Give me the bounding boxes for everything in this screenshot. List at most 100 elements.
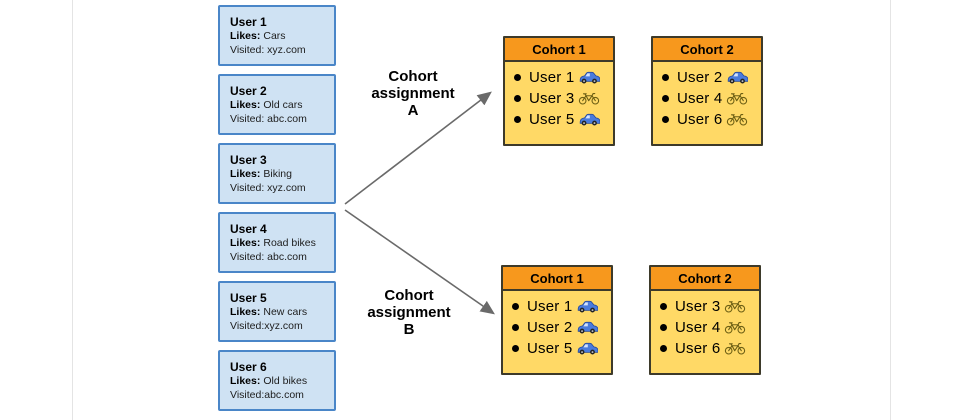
cohort-item-label: User 4 [677, 90, 723, 107]
bullet-icon [514, 95, 521, 102]
bullet-icon [660, 345, 667, 352]
slide-edge-right [890, 0, 891, 420]
car-icon [726, 70, 749, 85]
user-visited-line: Visited: abc.com [230, 112, 307, 125]
user-card-3: User 3 Likes:Biking Visited: xyz.com [218, 143, 336, 204]
user-likes-line: Likes:Biking [230, 168, 334, 181]
cohort-title: Cohort 2 [653, 38, 761, 62]
cohort-title: Cohort 2 [651, 267, 759, 291]
user-name: User 2 [230, 84, 267, 98]
cohort-list-item: User 3 [514, 88, 609, 109]
cohort-item-label: User 1 [529, 69, 575, 86]
bicycle-icon [726, 91, 748, 106]
likes-value: New cars [263, 306, 308, 319]
user-card-6: User 6 Likes:Old bikes Visited:abc.com [218, 350, 336, 411]
user-likes-line: Likes:Road bikes [230, 237, 334, 250]
cohort-list-item: User 2 [512, 317, 607, 338]
cohort-list: User 1 User 2 User 5 [503, 291, 611, 359]
cohort-list-item: User 6 [660, 338, 755, 359]
bullet-icon [662, 116, 669, 123]
user-likes-line: Likes:Old cars [230, 99, 334, 112]
user-name: User 1 [230, 15, 267, 29]
bicycle-icon [724, 341, 746, 356]
assignment-label-line: B [403, 321, 415, 338]
bullet-icon [514, 116, 521, 123]
bicycle-icon [724, 299, 746, 314]
cohort-list: User 3 User 4 User 6 [651, 291, 759, 359]
user-likes-line: Likes:Old bikes [230, 375, 334, 388]
bullet-icon [512, 324, 519, 331]
user-likes-line: Likes:Cars [230, 30, 334, 43]
bullet-icon [662, 95, 669, 102]
cohort-item-label: User 1 [527, 298, 573, 315]
user-visited-line: Visited: xyz.com [230, 181, 306, 194]
user-visited-line: Visited: xyz.com [230, 43, 306, 56]
cohort-list-item: User 2 [662, 67, 757, 88]
assignment-label-line: Cohort [388, 68, 438, 85]
bicycle-icon [726, 112, 748, 127]
cohort-item-label: User 6 [677, 111, 723, 128]
cohort-list-item: User 1 [514, 67, 609, 88]
cohort-list: User 2 User 4 User 6 [653, 62, 761, 130]
cohort-item-label: User 3 [675, 298, 721, 315]
user-name: User 6 [230, 360, 267, 374]
cohort-box-a1: Cohort 1 User 1 User 3 User 5 [503, 36, 615, 146]
likes-label: Likes: [230, 375, 261, 388]
cohort-item-label: User 6 [675, 340, 721, 357]
bullet-icon [512, 303, 519, 310]
assignment-a-label: Cohort assignment A [351, 68, 475, 119]
likes-label: Likes: [230, 306, 261, 319]
bullet-icon [662, 74, 669, 81]
bicycle-icon [578, 91, 600, 106]
user-card-4: User 4 Likes:Road bikes Visited: abc.com [218, 212, 336, 273]
cohort-item-label: User 5 [527, 340, 573, 357]
likes-value: Old bikes [263, 375, 308, 388]
likes-label: Likes: [230, 30, 261, 43]
cohort-box-a2: Cohort 2 User 2 User 4 User 6 [651, 36, 763, 146]
cohort-list-item: User 5 [514, 109, 609, 130]
cohort-list-item: User 3 [660, 296, 755, 317]
cohort-box-b2: Cohort 2 User 3 User 4 User 6 [649, 265, 761, 375]
car-icon [576, 341, 599, 356]
cohort-list-item: User 4 [660, 317, 755, 338]
car-icon [578, 70, 601, 85]
cohort-list-item: User 1 [512, 296, 607, 317]
bicycle-icon [724, 320, 746, 335]
assignment-label-line: assignment [371, 85, 455, 102]
likes-label: Likes: [230, 99, 261, 112]
slide-edge-left [72, 0, 73, 420]
user-visited-line: Visited:abc.com [230, 388, 304, 401]
user-likes-line: Likes:New cars [230, 306, 334, 319]
bullet-icon [660, 324, 667, 331]
likes-value: Road bikes [263, 237, 316, 250]
user-card-2: User 2 Likes:Old cars Visited: abc.com [218, 74, 336, 135]
cohort-title: Cohort 1 [505, 38, 613, 62]
user-card-5: User 5 Likes:New cars Visited:xyz.com [218, 281, 336, 342]
likes-value: Old cars [263, 99, 303, 112]
assignment-b-label: Cohort assignment B [347, 287, 471, 338]
car-icon [576, 320, 599, 335]
cohort-item-label: User 4 [675, 319, 721, 336]
user-name: User 4 [230, 222, 267, 236]
assignment-label-line: Cohort [384, 287, 434, 304]
cohort-item-label: User 5 [529, 111, 575, 128]
user-card-1: User 1 Likes:Cars Visited: xyz.com [218, 5, 336, 66]
cohort-list-item: User 5 [512, 338, 607, 359]
user-name: User 3 [230, 153, 267, 167]
user-visited-line: Visited: abc.com [230, 250, 307, 263]
cohort-box-b1: Cohort 1 User 1 User 2 User 5 [501, 265, 613, 375]
car-icon [578, 112, 601, 127]
likes-value: Cars [263, 30, 286, 43]
cohort-list: User 1 User 3 User 5 [505, 62, 613, 130]
assignment-label-line: assignment [367, 304, 451, 321]
users-column: User 1 Likes:Cars Visited: xyz.com User … [218, 5, 336, 411]
cohort-list-item: User 4 [662, 88, 757, 109]
user-name: User 5 [230, 291, 267, 305]
cohort-title: Cohort 1 [503, 267, 611, 291]
assignment-label-line: A [407, 102, 419, 119]
likes-value: Biking [263, 168, 292, 181]
cohort-item-label: User 2 [527, 319, 573, 336]
likes-label: Likes: [230, 168, 261, 181]
